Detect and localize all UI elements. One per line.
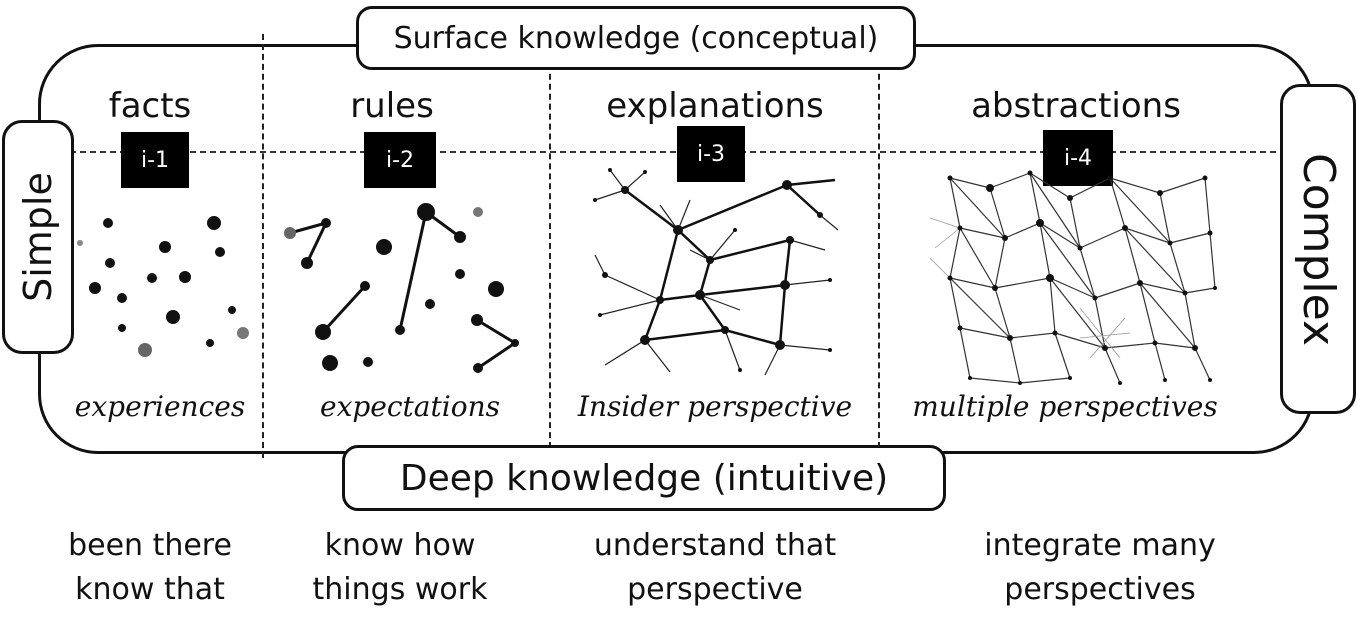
column-divider-2 [549, 34, 551, 458]
bottom-text-facts-line1: been there [68, 528, 232, 563]
bottom-text-explanations: understand that perspective [575, 524, 855, 612]
badge-i2: i-2 [364, 132, 436, 188]
simple-label: Simple [2, 120, 74, 354]
complex-label-text: Complex [1292, 152, 1344, 346]
bottom-text-facts-line2: know that [75, 572, 225, 607]
caption-insider-perspective: Insider perspective [577, 390, 853, 423]
badge-i3: i-3 [677, 126, 745, 182]
caption-experiences: experiences [74, 390, 246, 423]
abstractions-network-illustration [930, 170, 1217, 385]
rules-links-illustration [284, 203, 519, 373]
bottom-text-abstractions-line1: integrate many [984, 528, 1216, 563]
bottom-text-rules-line1: know how [324, 528, 476, 563]
explanations-network-illustration [593, 168, 839, 376]
bottom-text-abstractions-line2: perspectives [1004, 572, 1196, 607]
badge-i1: i-1 [121, 132, 189, 188]
column-divider-3 [878, 34, 880, 458]
deep-knowledge-label: Deep knowledge (intuitive) [342, 445, 946, 511]
bottom-text-explanations-line1: understand that [593, 528, 837, 563]
surface-knowledge-label: Surface knowledge (conceptual) [356, 6, 916, 70]
simple-label-text: Simple [16, 172, 61, 302]
column-title-facts: facts [108, 86, 192, 126]
column-title-rules: rules [350, 86, 434, 126]
bottom-text-rules: know how things work [290, 524, 510, 612]
bottom-text-rules-line2: things work [312, 572, 488, 607]
bottom-text-facts: been there know that [40, 524, 260, 612]
caption-expectations: expectations [320, 390, 500, 423]
bottom-text-abstractions: integrate many perspectives [960, 524, 1240, 612]
column-title-abstractions: abstractions [971, 86, 1181, 126]
complex-label: Complex [1280, 84, 1356, 414]
facts-dots-illustration [77, 216, 249, 357]
caption-multiple-perspectives: multiple perspectives [912, 390, 1218, 423]
bottom-text-explanations-line2: perspective [627, 572, 803, 607]
column-title-explanations: explanations [606, 86, 824, 126]
column-divider-1 [262, 34, 264, 458]
badge-i4: i-4 [1043, 130, 1113, 186]
